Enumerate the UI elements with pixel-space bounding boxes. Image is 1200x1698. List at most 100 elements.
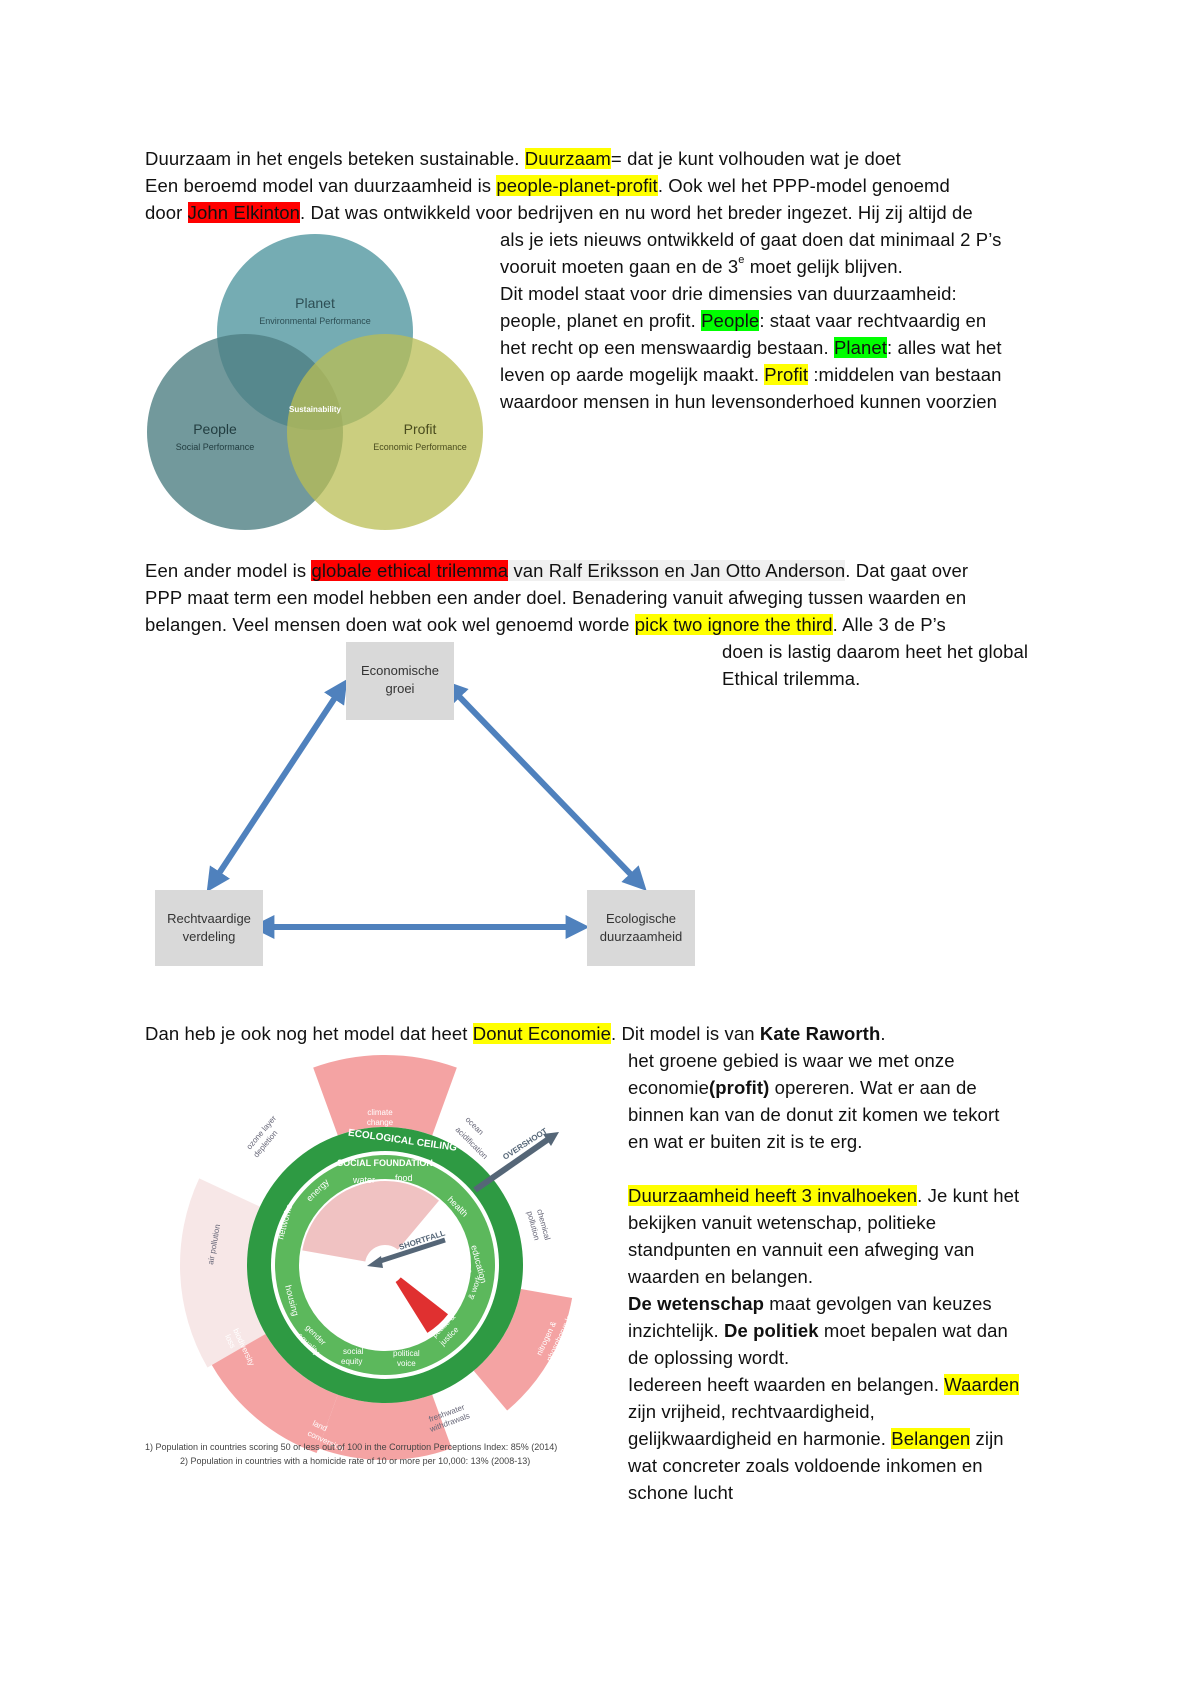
- planet-title: Planet: [295, 295, 335, 311]
- highlight-yellow: Duurzaam: [524, 148, 611, 169]
- text: Een ander model is: [145, 560, 312, 581]
- sector-nitrogen-phosphorus: [473, 1288, 573, 1411]
- text: . Dit model is van: [610, 1023, 760, 1044]
- text: . Dat gaat over: [845, 560, 969, 581]
- text-line: Een beroemd model van duurzaamheid is pe…: [145, 172, 950, 199]
- people-circle: [147, 334, 343, 530]
- profit-title: Profit: [404, 421, 437, 437]
- shortfall-arrowhead: [367, 1256, 383, 1268]
- text-line: economie(profit) opereren. Wat er aan de: [628, 1074, 977, 1101]
- highlight-yellow: pick two ignore the third: [634, 614, 833, 635]
- text-line: zijn vrijheid, rechtvaardigheid,: [628, 1401, 875, 1422]
- text: door: [145, 202, 188, 223]
- ppp-venn-diagram: Planet Environmental Performance People …: [147, 234, 483, 530]
- text: belangen. Veel mensen doen wat ook wel g…: [145, 614, 635, 635]
- text: moet gelijk blijven.: [744, 256, 903, 277]
- box-label: Economische: [361, 663, 439, 678]
- highlight-grey: van Ralf Eriksson en Jan Otto Anderson: [508, 560, 846, 581]
- text: : staat vaar rechtvaardig en: [759, 310, 987, 331]
- label-food: food: [395, 1173, 413, 1183]
- text-line: waarden en belangen.: [628, 1266, 814, 1287]
- social-foundation-label: SOCIAL FOUNDATION: [337, 1158, 433, 1168]
- highlight-yellow: Donut Economie: [472, 1023, 611, 1044]
- overshoot-sectors: [179, 1055, 573, 1460]
- text-line: PPP maat term een model hebben een ander…: [145, 587, 967, 608]
- superscript: e: [738, 254, 745, 266]
- text-line: schone lucht: [628, 1482, 734, 1503]
- text: .: [880, 1023, 886, 1044]
- bold-text: De wetenschap: [628, 1293, 764, 1314]
- text-line: Een ander model is globale ethical trile…: [145, 557, 968, 584]
- text: zijn: [970, 1428, 1004, 1449]
- label-political-2: voice: [397, 1359, 416, 1368]
- highlight-yellow: people-planet-profit: [496, 175, 658, 196]
- highlight-red: globale ethical trilemma: [311, 560, 509, 581]
- label-water: water: [352, 1175, 375, 1185]
- text-line: het groene gebied is waar we met onze: [628, 1050, 955, 1071]
- label-social: social: [343, 1347, 364, 1356]
- sector-air-pollution: [179, 1178, 266, 1368]
- box-label: Ecologische: [606, 911, 676, 926]
- text: . Alle 3 de P’s: [832, 614, 946, 635]
- text: people, planet en profit.: [500, 310, 702, 331]
- bold-text: (profit): [709, 1077, 770, 1098]
- text-line: binnen kan van de donut zit komen we tek…: [628, 1104, 1000, 1125]
- text-line: belangen. Veel mensen doen wat ook wel g…: [145, 611, 946, 638]
- profit-subtitle: Economic Performance: [373, 442, 467, 452]
- text: = dat je kunt volhouden wat je doet: [610, 148, 901, 169]
- highlight-yellow: Belangen: [891, 1428, 971, 1449]
- box-rechtvaardige-verdeling: [155, 890, 263, 966]
- sustainability-label: Sustainability: [289, 405, 342, 414]
- text-line: Dit model staat voor drie dimensies van …: [500, 283, 957, 304]
- text: inzichtelijk.: [628, 1320, 724, 1341]
- box-economische-groei: [346, 642, 454, 720]
- text-line: gelijkwaardigheid en harmonie. Belangen …: [628, 1425, 1004, 1452]
- profit-circle: [287, 334, 483, 530]
- text-line: wat concreter zoals voldoende inkomen en: [628, 1455, 983, 1476]
- footnote-2: 2) Population in countries with a homici…: [180, 1456, 530, 1466]
- text: : alles wat het: [887, 337, 1002, 358]
- text: . Ook wel het PPP-model genoemd: [657, 175, 950, 196]
- text-line: bekijken vanuit wetenschap, politieke: [628, 1212, 937, 1233]
- label-social-2: equity: [341, 1357, 362, 1366]
- box-label: groei: [386, 681, 415, 696]
- arrow-top-left: [206, 678, 348, 893]
- text-line: Ethical trilemma.: [722, 668, 861, 689]
- highlight-yellow: Waarden: [944, 1374, 1020, 1395]
- text: het recht op een menswaardig bestaan.: [500, 337, 834, 358]
- bold-text: Kate Raworth: [759, 1023, 881, 1044]
- text: economie: [628, 1077, 710, 1098]
- overshoot-arrowhead: [543, 1132, 559, 1146]
- text-line: leven op aarde mogelijk maakt. Profit :m…: [500, 361, 1002, 388]
- label-climate-change-2: change: [367, 1118, 394, 1127]
- text: Duurzaam in het engels beteken sustainab…: [145, 148, 525, 169]
- bold-text: De politiek: [724, 1320, 819, 1341]
- text-line: standpunten en vannuit een afweging van: [628, 1239, 975, 1260]
- donut-economy-diagram: ECOLOGICAL CEILING SOCIAL FOUNDATION OVE…: [145, 1055, 582, 1466]
- text-line: Dan heb je ook nog het model dat heet Do…: [145, 1020, 886, 1047]
- text-line: vooruit moeten gaan en de 3e moet gelijk…: [500, 253, 903, 280]
- people-subtitle: Social Performance: [176, 442, 255, 452]
- text: moet bepalen wat dan: [818, 1320, 1008, 1341]
- people-title: People: [193, 421, 237, 437]
- text-line: doen is lastig daarom heet het global: [722, 641, 1029, 662]
- overshoot-arrow: [473, 1135, 552, 1193]
- text-line: inzichtelijk. De politiek moet bepalen w…: [628, 1317, 1008, 1344]
- sector-biodiversity-loss: [211, 1334, 338, 1453]
- box-label: duurzaamheid: [600, 929, 682, 944]
- text-line: Iedereen heeft waarden en belangen. Waar…: [628, 1371, 1020, 1398]
- label-climate-change: climate: [367, 1108, 393, 1117]
- text-line: door John Elkinton. Dat was ontwikkeld v…: [145, 199, 973, 226]
- highlight-green: People: [701, 310, 760, 331]
- text: opereren. Wat er aan de: [769, 1077, 977, 1098]
- text: maat gevolgen van keuzes: [764, 1293, 992, 1314]
- box-label: verdeling: [183, 929, 236, 944]
- sector-climate-change: [313, 1055, 457, 1136]
- text: Iedereen heeft waarden en belangen.: [628, 1374, 945, 1395]
- text: :middelen van bestaan: [808, 364, 1002, 385]
- text-line: Duurzaam in het engels beteken sustainab…: [145, 145, 901, 172]
- text: Dan heb je ook nog het model dat heet: [145, 1023, 473, 1044]
- text: . Je kunt het: [917, 1185, 1020, 1206]
- text-line: het recht op een menswaardig bestaan. Pl…: [500, 334, 1002, 361]
